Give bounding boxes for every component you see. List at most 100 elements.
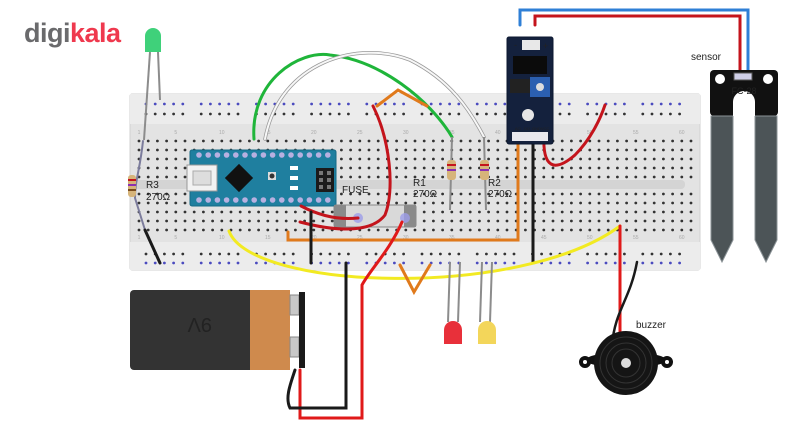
breadboard-hole [496,157,500,161]
breadboard-hole [264,252,267,256]
breadboard-hole [643,157,647,161]
breadboard-hole [579,157,582,161]
column-number: 30 [403,235,409,241]
breadboard-hole [505,148,509,152]
breadboard-hole [303,210,306,214]
breadboard-hole [192,228,196,232]
breadboard-hole [459,192,463,196]
breadboard-hole [156,175,159,179]
breadboard-hole [680,148,684,152]
breadboard-hole [404,148,408,152]
breadboard-hole [616,201,619,205]
breadboard-hole [597,148,601,152]
breadboard-hole [669,102,672,106]
breadboard-hole [478,192,481,196]
breadboard-hole [641,112,645,116]
breadboard-hole [496,166,500,170]
breadboard-hole [165,210,169,214]
breadboard-hole [266,228,270,232]
breadboard-hole [558,112,562,116]
breadboard-hole [330,210,334,214]
pin-gnd-label: GND [532,126,541,131]
arduino-pin [315,152,322,158]
battery-terminal-1 [289,294,300,316]
breadboard-hole [156,166,159,170]
breadboard-hole [365,252,369,256]
arduino-pin [196,152,202,158]
breadboard-hole [468,228,472,232]
breadboard-hole [321,210,325,214]
breadboard-hole [156,157,159,161]
breadboard-hole [478,139,481,143]
breadboard-hole [284,219,288,223]
breadboard-hole [634,210,638,214]
breadboard-hole [625,166,628,170]
breadboard-hole [570,201,573,205]
breadboard-hole [248,210,251,214]
arduino-pins [196,152,331,203]
breadboard-hole [383,112,387,116]
breadboard-hole [165,192,169,196]
breadboard-hole [478,148,481,152]
breadboard-hole [689,210,693,214]
breadboard-holes [137,102,693,265]
breadboard-hole [441,148,444,152]
breadboard-hole [404,139,408,143]
breadboard-hole [662,139,665,143]
comparator-chip [510,79,530,93]
battery-9v: 9V [130,290,305,370]
breadboard-hole [606,228,610,232]
breadboard-hole [560,219,564,223]
breadboard-hole [174,148,178,152]
breadboard-hole [386,192,389,196]
breadboard-hole [597,175,601,179]
breadboard-hole [487,228,490,232]
breadboard-hole [643,175,647,179]
breadboard-hole [606,219,610,223]
breadboard-hole [652,148,656,152]
breadboard-hole [137,139,141,143]
breadboard-hole [570,148,573,152]
breadboard-hole [319,102,323,106]
breadboard-hole [450,219,454,223]
breadboard-hole [652,139,656,143]
breadboard-hole [560,148,564,152]
breadboard-hole [496,219,500,223]
column-number: 55 [633,130,639,136]
breadboard-hole [429,112,433,116]
column-number: 5 [174,235,177,241]
column-number: 50 [587,235,593,241]
breadboard-hole [616,210,619,214]
breadboard-hole [680,210,684,214]
breadboard-hole [641,102,645,106]
breadboard-hole [634,166,638,170]
breadboard-hole [468,148,472,152]
breadboard-hole [209,102,212,106]
breadboard-hole [669,112,672,116]
breadboard-hole [273,252,277,256]
breadboard-hole [349,192,352,196]
breadboard-hole [376,148,380,152]
breadboard-hole [457,102,461,106]
breadboard-hole [441,157,444,161]
breadboard-hole [183,157,187,161]
breadboard-hole [597,228,601,232]
breadboard-hole [643,192,647,196]
breadboard-hole [623,102,626,106]
column-number: 15 [265,235,271,241]
column-number: 40 [495,130,501,136]
breadboard-hole [652,219,656,223]
breadboard-hole [662,175,665,179]
breadboard-hole [349,148,352,152]
breadboard-hole [604,261,608,265]
breadboard-hole [146,210,150,214]
breadboard-hole [402,261,405,265]
breadboard-hole [365,102,369,106]
breadboard-hole [294,210,297,214]
breadboard-hole [349,157,352,161]
arduino-pin [205,197,211,203]
breadboard-hole [257,219,260,223]
breadboard-hole [570,166,573,170]
breadboard-hole [294,219,297,223]
